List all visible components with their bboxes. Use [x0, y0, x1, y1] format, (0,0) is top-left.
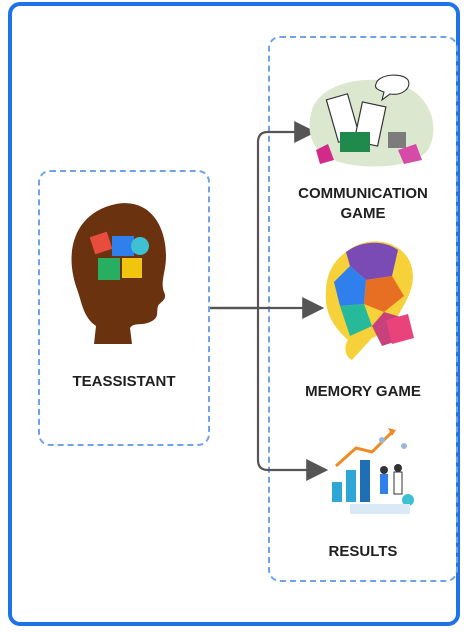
- results-illustration: [332, 428, 414, 514]
- memory-game-label: MEMORY GAME: [305, 383, 421, 400]
- communication-game-label-line2: GAME: [340, 205, 386, 222]
- diagram-frame: [8, 2, 460, 626]
- communication-game-label: COMMUNICATION GAME: [270, 184, 456, 224]
- communication-game-label-line1: COMMUNICATION: [298, 185, 428, 202]
- arrow-to-results: [256, 308, 329, 481]
- communication-game-illustration: [309, 74, 434, 167]
- teassistant-head-icon: [71, 203, 166, 344]
- source-label: TEASSISTANT: [72, 373, 176, 390]
- results-label: RESULTS: [328, 543, 398, 560]
- connector-arrows: [210, 121, 329, 481]
- source-group: [38, 170, 210, 446]
- arrow-to-communication-game: [210, 121, 317, 310]
- memory-game-head-icon: [325, 241, 414, 360]
